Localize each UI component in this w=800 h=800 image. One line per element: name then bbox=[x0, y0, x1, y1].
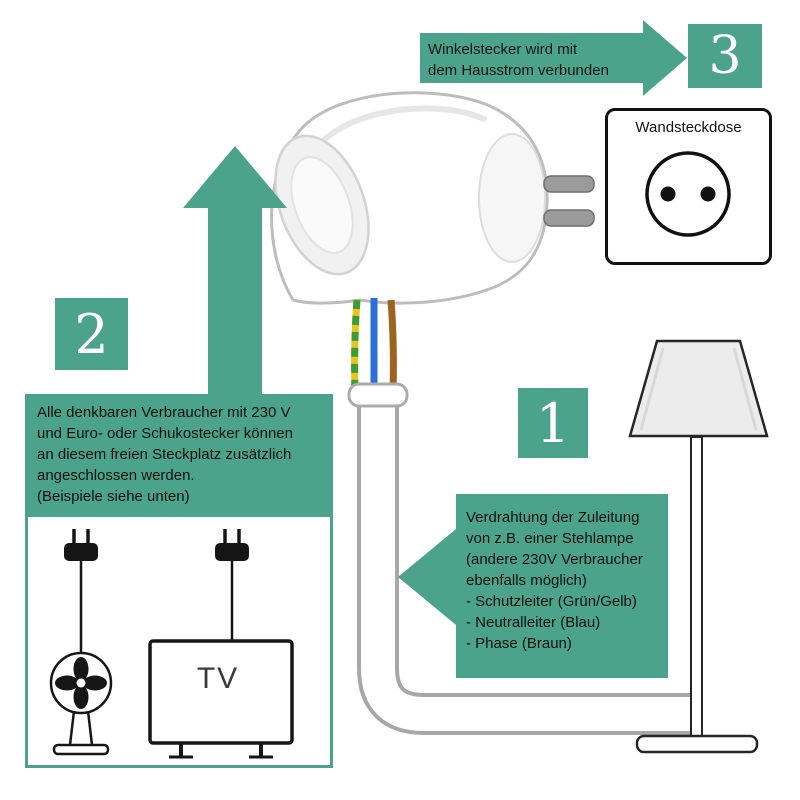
tv-label: TV bbox=[196, 662, 240, 695]
cable-grip bbox=[347, 382, 409, 408]
power-cable bbox=[357, 396, 692, 735]
tv-icon bbox=[148, 639, 294, 759]
fan-plug-icon bbox=[64, 529, 98, 653]
step1-arrowhead-icon bbox=[398, 529, 456, 625]
step3-arrow-label: Winkelstecker wird mit dem Hausstrom ver… bbox=[428, 41, 609, 80]
floor-lamp-icon bbox=[628, 339, 769, 754]
wall-socket-label: Wandsteckdose bbox=[635, 119, 742, 136]
wire-green-yellow bbox=[351, 299, 361, 393]
plug-pin bbox=[543, 175, 595, 193]
socket-icon bbox=[645, 151, 731, 237]
step2-arrowhead-icon bbox=[183, 146, 287, 208]
step3-arrowhead-icon bbox=[643, 20, 687, 96]
step1-textbox: Verdrahtung der Zuleitung von z.B. einer… bbox=[456, 494, 668, 678]
plug-pin bbox=[543, 209, 595, 227]
examples-illustration bbox=[49, 529, 294, 759]
angle-plug-icon bbox=[270, 91, 595, 305]
wire-green-yellow-stripe bbox=[351, 299, 361, 393]
step2-examples-box bbox=[25, 514, 333, 768]
step3-arrow: Winkelstecker wird mit dem Hausstrom ver… bbox=[420, 33, 644, 83]
step2-textbox: Alle denkbaren Verbraucher mit 230 V und… bbox=[25, 394, 333, 514]
step3-number-badge: 3 bbox=[688, 24, 762, 88]
fan-icon bbox=[49, 651, 113, 756]
wires bbox=[351, 297, 397, 393]
step2-number-badge: 2 bbox=[55, 298, 128, 370]
tv-plug-icon bbox=[215, 529, 249, 641]
free-socket-face bbox=[274, 134, 370, 276]
step1-number-badge: 1 bbox=[518, 388, 588, 458]
wire-brown bbox=[387, 299, 397, 393]
step2-arrow bbox=[208, 206, 262, 396]
wall-socket-box: Wandsteckdose bbox=[605, 108, 772, 265]
